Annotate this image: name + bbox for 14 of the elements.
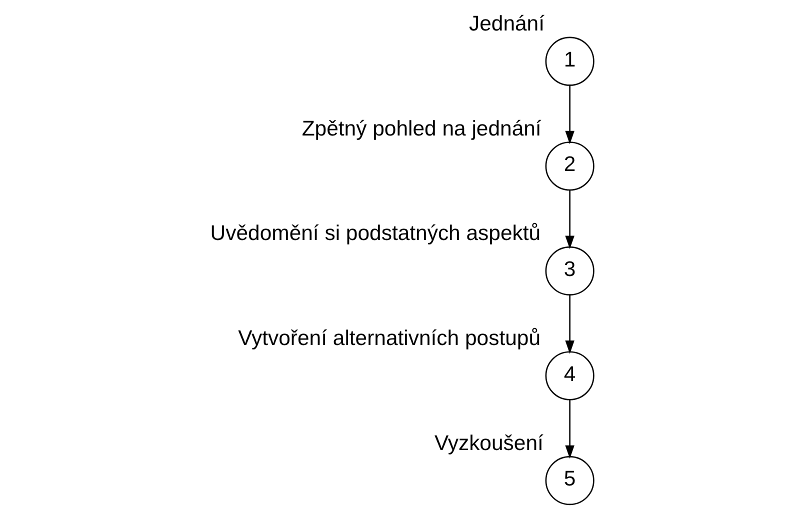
arrow [564, 400, 574, 459]
node-circle: 5 [544, 456, 594, 506]
node-label: Zpětný pohled na jednání [301, 117, 541, 140]
node-label: Vytvoření alternativních postupů [238, 326, 540, 350]
arrow [564, 294, 574, 354]
node-label: Vyzkoušení [434, 432, 543, 455]
node-circle: 1 [544, 36, 594, 86]
node-label: Jednání [468, 12, 544, 36]
node-circle: 3 [544, 246, 594, 296]
arrow [564, 190, 574, 250]
node-circle: 2 [544, 142, 594, 191]
arrow [564, 85, 574, 144]
node-label: Uvědomění si podstatných aspektů [210, 222, 540, 246]
node-circle: 4 [544, 351, 594, 400]
